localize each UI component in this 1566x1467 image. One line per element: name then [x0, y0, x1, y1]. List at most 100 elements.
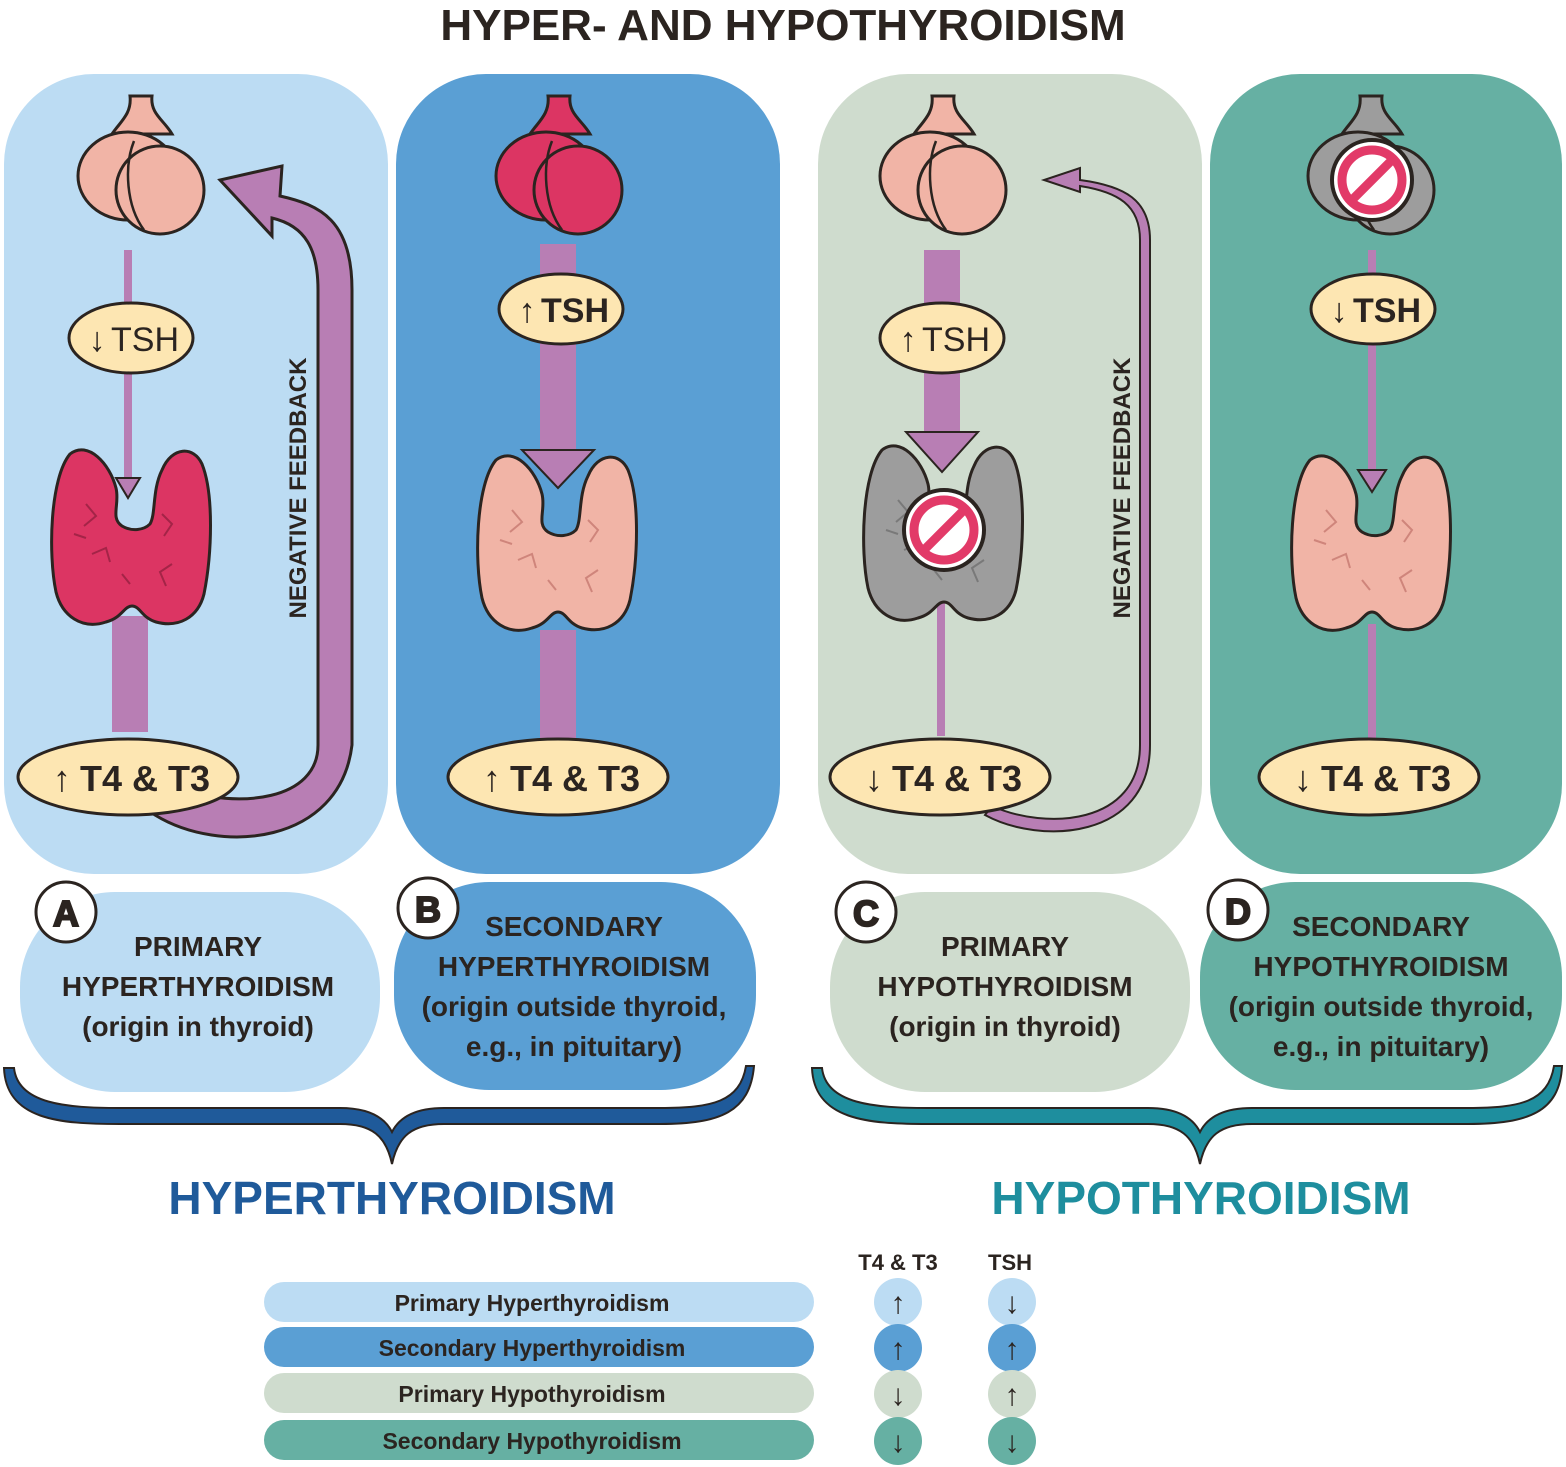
panel-b: ↑ TSH ↑ T4 & T3 — [446, 94, 670, 817]
letter-badge-d — [1206, 878, 1270, 942]
tsh-oval-c — [878, 301, 1006, 375]
summary-row-label: Secondary Hypothyroidism — [382, 1428, 681, 1454]
hormones-direction-d: ↓ — [1294, 758, 1312, 799]
tsh-label-a: TSH — [111, 321, 179, 359]
summary-table: T4 & T3 TSH Primary Hyperthyroidism ↑ ↓ … — [264, 1250, 1036, 1465]
negative-feedback-label-c: NEGATIVE FEEDBACK — [1109, 357, 1136, 619]
summary-row-label: Primary Hyperthyroidism — [395, 1290, 670, 1316]
tsh-label-d: TSH — [1353, 292, 1421, 330]
name-a-line2: HYPERTHYROIDISM — [62, 971, 334, 1002]
summary-tsh-badge — [988, 1370, 1036, 1418]
tsh-label-c: TSH — [922, 321, 990, 359]
origin-d-line1: (origin outside thyroid, — [1229, 991, 1534, 1022]
summary-tsh-arrow: ↓ — [1005, 1287, 1020, 1320]
hypo-brace — [810, 1065, 1564, 1165]
hypo-group-label: HYPOTHYROIDISM — [991, 1172, 1410, 1224]
summary-hormones-arrow: ↑ — [891, 1287, 906, 1320]
tsh-arrowhead-c — [903, 431, 981, 474]
panel-c: NEGATIVE FEEDBACK ↑ TSH ↓ T4 & T3 — [828, 94, 1151, 833]
letter-badge-c — [834, 880, 898, 944]
tsh-oval-a — [67, 301, 195, 375]
origin-b-line2: e.g., in pituitary) — [466, 1031, 682, 1062]
summary-row-bar — [264, 1373, 814, 1413]
tsh-arrow-c-upper — [924, 250, 960, 306]
summary-row-label: Secondary Hyperthyroidism — [379, 1335, 686, 1361]
summary-hormones-arrow: ↓ — [891, 1379, 906, 1412]
tsh-oval-b — [497, 272, 625, 346]
summary-row-bar — [264, 1282, 814, 1322]
diagram-title: HYPER- AND HYPOTHYROIDISM — [440, 1, 1125, 50]
letter-c: C — [853, 893, 879, 934]
summary-row: Primary Hypothyroidism ↓ ↑ — [264, 1370, 1036, 1418]
name-d-line2: HYPOTHYROIDISM — [1253, 951, 1508, 982]
name-bubble-d: D SECONDARY HYPOTHYROIDISM (origin outsi… — [1200, 878, 1562, 1090]
name-c-line1: PRIMARY — [941, 931, 1069, 962]
hormone-path-b — [540, 630, 576, 740]
hormones-oval-d — [1257, 737, 1481, 817]
hormones-oval-b — [446, 737, 670, 817]
hormones-direction-c: ↓ — [865, 758, 883, 799]
hormones-oval-a — [16, 737, 240, 817]
name-bubble-b: B SECONDARY HYPERTHYROIDISM (origin outs… — [394, 876, 756, 1090]
summary-hormones-arrow: ↓ — [891, 1426, 906, 1459]
letter-badge-b — [396, 876, 460, 940]
hyper-group-label: HYPERTHYROIDISM — [168, 1172, 615, 1224]
summary-hormones-badge — [874, 1324, 922, 1372]
tsh-arrowhead-b — [519, 449, 597, 490]
hormones-oval-c — [828, 737, 1052, 817]
hormone-path-c — [937, 596, 945, 736]
negative-feedback-arrow-c — [983, 166, 1151, 833]
summary-header-tsh: TSH — [988, 1250, 1032, 1275]
name-a-line1: PRIMARY — [134, 931, 262, 962]
hormones-direction-b: ↑ — [483, 758, 501, 799]
summary-tsh-badge — [988, 1417, 1036, 1465]
hormones-label-c: T4 & T3 — [892, 758, 1022, 799]
hormones-label-d: T4 & T3 — [1321, 758, 1451, 799]
tsh-direction-c: ↑ — [900, 321, 917, 359]
name-bubble-a: A PRIMARY HYPERTHYROIDISM (origin in thy… — [20, 880, 380, 1092]
tsh-direction-b: ↑ — [519, 292, 536, 330]
summary-header-hormones: T4 & T3 — [858, 1250, 937, 1275]
letter-b: B — [415, 889, 441, 930]
summary-hormones-arrow: ↑ — [891, 1333, 906, 1366]
name-b-line2: HYPERTHYROIDISM — [438, 951, 710, 982]
summary-tsh-arrow: ↑ — [1005, 1379, 1020, 1412]
origin-b-line1: (origin outside thyroid, — [422, 991, 727, 1022]
summary-row-bar — [264, 1420, 814, 1460]
tsh-label-b: TSH — [541, 292, 609, 330]
tsh-arrow-d-upper — [1368, 250, 1376, 280]
tsh-oval-d — [1309, 272, 1437, 346]
summary-hormones-badge — [874, 1417, 922, 1465]
summary-tsh-arrow: ↑ — [1005, 1333, 1020, 1366]
hyper-brace — [2, 1065, 756, 1165]
name-bubble-c: C PRIMARY HYPOTHYROIDISM (origin in thyr… — [830, 880, 1190, 1092]
hormones-label-b: T4 & T3 — [510, 758, 640, 799]
summary-row-label: Primary Hypothyroidism — [398, 1381, 665, 1407]
summary-row-bar — [264, 1327, 814, 1367]
panel-d: ↓ TSH ↓ T4 & T3 — [1257, 94, 1481, 817]
origin-c-line1: (origin in thyroid) — [889, 1011, 1121, 1042]
summary-row: Secondary Hyperthyroidism ↑ ↑ — [264, 1324, 1036, 1372]
summary-hormones-badge — [874, 1278, 922, 1326]
summary-tsh-badge — [988, 1324, 1036, 1372]
tsh-direction-a: ↓ — [89, 321, 106, 359]
negative-feedback-label-a: NEGATIVE FEEDBACK — [285, 357, 312, 619]
hormone-path-a — [112, 616, 148, 732]
origin-d-line2: e.g., in pituitary) — [1273, 1031, 1489, 1062]
summary-row: Primary Hyperthyroidism ↑ ↓ — [264, 1278, 1036, 1326]
tsh-direction-d: ↓ — [1331, 292, 1348, 330]
panel-a: NEGATIVE FEEDBACK ↓ TSH ↑ T4 & T3 — [16, 94, 354, 839]
tsh-arrow-b-shaft — [540, 340, 576, 452]
hormone-path-d — [1368, 624, 1376, 740]
negative-feedback-arrow-a — [152, 164, 354, 839]
tsh-arrow-c-shaft — [924, 370, 960, 434]
name-b-line1: SECONDARY — [485, 911, 663, 942]
stop-icon-d — [1332, 140, 1412, 220]
summary-tsh-arrow: ↓ — [1005, 1426, 1020, 1459]
summary-hormones-badge — [874, 1370, 922, 1418]
summary-tsh-badge — [988, 1278, 1036, 1326]
tsh-arrowhead-a — [114, 477, 142, 500]
name-d-line1: SECONDARY — [1292, 911, 1470, 942]
name-c-line2: HYPOTHYROIDISM — [877, 971, 1132, 1002]
